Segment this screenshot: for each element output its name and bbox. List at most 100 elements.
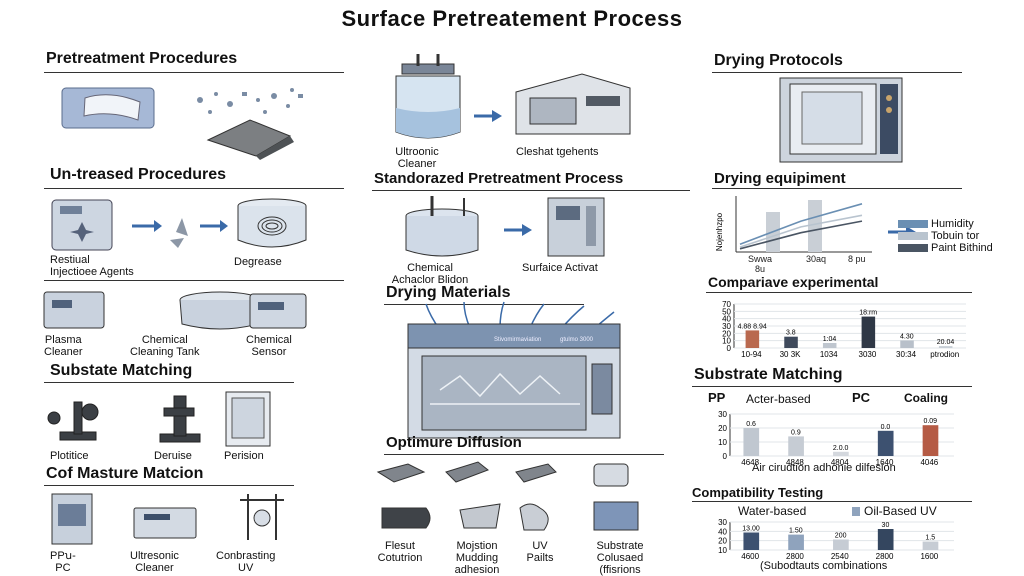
caption-flesut: Flesut Cotutrion [377, 540, 423, 564]
yaxis-label: Nojenhzpo [715, 212, 724, 251]
legend-swatch [852, 506, 860, 516]
untreated-illustration [51, 198, 307, 251]
y-tick-label: 50 [722, 307, 731, 316]
caption-ultresonic: Ultresonic Cleaner [130, 550, 179, 574]
bar-value-label: 0.09 [923, 418, 937, 425]
bar-value-label: 1.5 [925, 535, 935, 542]
divider [384, 454, 664, 455]
x-tick-label: 2800 [876, 552, 894, 560]
ultrasonic-illustration [395, 54, 631, 139]
bar-value-label: 13.00 [742, 526, 760, 533]
caption-deruise: Deruise [154, 450, 192, 462]
oven-model: gtulmo 3000 [560, 337, 594, 343]
divider [44, 188, 344, 189]
bar [784, 336, 798, 348]
bar [938, 346, 953, 348]
divider [44, 382, 294, 383]
caption-surfaice: Surfaice Activat [522, 262, 598, 274]
dry-xtick-1: 30aq [806, 254, 827, 264]
bar [788, 534, 804, 550]
legend-item: Paint Bithind [898, 242, 993, 254]
caption-conbrasting: Conbrasting UV [216, 550, 276, 574]
x-tick-label: 2540 [831, 552, 849, 560]
divider [692, 501, 972, 502]
compatibility-chart: 3040201013.0046001.50280020025403028001.… [718, 518, 954, 560]
divider [712, 188, 962, 189]
dry-legend: Humidity Tobuin tor Paint Bithind [898, 218, 993, 254]
caption-cleshat: Cleshat tgehents [516, 146, 599, 158]
cleaner-illustration [43, 291, 307, 330]
x-tick-label: 30 3K [780, 350, 802, 359]
dry-bar [808, 200, 822, 252]
x-tick-label: ptrodion [930, 350, 959, 359]
legend-swatch [898, 232, 928, 240]
bar-value-label: 0.0 [881, 424, 891, 431]
caption-substrate-colusaed: Substrate Colusaed (ffisrions [596, 540, 644, 576]
bar [822, 342, 837, 348]
y-tick-label: 20 [718, 537, 727, 546]
right-s2-heading: Drying equipiment [714, 170, 846, 187]
substrate-sublabel-acter: Acter-based [746, 392, 811, 406]
legend-item: Tobuin tor [898, 230, 993, 242]
y-tick-label: 10 [718, 546, 727, 555]
middle-s4-heading: Optimure Diffusion [386, 434, 522, 451]
right-s4-heading: Substrate Matching [694, 366, 843, 383]
bar-value-label: 1.50 [789, 528, 803, 535]
x-tick-label: 4046 [920, 458, 938, 467]
bar [900, 340, 914, 348]
x-tick-label: 4848 [786, 458, 804, 467]
y-tick-label: 20 [718, 424, 727, 433]
bar-value-label: 4.88 8.94 [738, 323, 767, 330]
y-tick-label: 10 [722, 337, 731, 346]
legend-label: Humidity [931, 218, 974, 230]
bar [745, 330, 760, 348]
caption-chemical-achaclor: Chemical Achaclor Blidon [391, 262, 469, 286]
compat-footer: (Subodtauts combinations [760, 560, 888, 572]
microscope-illustration [47, 391, 271, 447]
bar-value-label: 20.04 [937, 339, 955, 346]
x-tick-label: 3030 [859, 350, 877, 359]
bar [861, 316, 876, 348]
bar-value-label: 30 [882, 522, 890, 529]
legend-item: Humidity [898, 218, 993, 230]
caption-degrease: Degrease [234, 256, 282, 268]
bar [743, 428, 760, 456]
right-s1-heading: Drying Protocols [714, 52, 843, 69]
divider [44, 485, 294, 486]
legend-swatch [898, 220, 928, 228]
substrate-chart: 30201000.646480.948482.0.048040.016400.0… [718, 410, 954, 467]
drying-cabinet-illustration [779, 77, 903, 163]
caption-plotitice: Plotitice [50, 450, 89, 462]
bar-value-label: 2.0.0 [833, 445, 849, 452]
x-tick-label: 30:34 [896, 350, 917, 359]
substrate-sublabel-pp: PP [708, 390, 726, 405]
x-tick-label: 1034 [820, 350, 838, 359]
left-s2-heading: Un-treased Procedures [50, 166, 227, 183]
bar-value-label: 0.6 [746, 421, 756, 428]
caption-pp-pc: PPꭒ- PC [50, 550, 76, 574]
page-title: Surface Pretreatement Process [341, 6, 683, 31]
bar [743, 532, 760, 550]
divider [372, 190, 690, 191]
caption-residual: Restiual Injectioee Agents [50, 254, 134, 278]
left-s1-heading: Pretreatment Procedures [46, 50, 238, 67]
substrate-footer: Air cirudtion adhonie dilfesion [752, 462, 896, 474]
caption-chemical-sensor: Chemical Sensor [246, 334, 292, 358]
caption-perision: Perision [224, 450, 264, 462]
bar-value-label: 4.30 [900, 333, 914, 340]
bar-value-label: 3.8 [786, 330, 796, 337]
caption-mojstion: Mojstion Mudding adhesion [454, 540, 500, 576]
substrate-sublabel-coaling: Coaling [904, 391, 948, 405]
compat-sublabel-oil-text: Oil-Based UV [864, 504, 937, 518]
x-tick-label: 4600 [741, 552, 759, 560]
x-tick-label: 10-94 [741, 350, 762, 359]
diffusion-illustration [376, 461, 639, 531]
dry-xtick-0: Swwa 8u [748, 254, 773, 274]
dry-series-line [739, 220, 863, 250]
bar [877, 529, 894, 550]
bar [922, 541, 939, 550]
caption-uv-pailts: UV Pailts [526, 540, 554, 564]
y-tick-label: 20 [722, 329, 731, 338]
legend-label: Paint Bithind [931, 242, 993, 254]
drying-oven-illustration: Stivomirmaviation gtulmo 3000 [407, 301, 621, 439]
